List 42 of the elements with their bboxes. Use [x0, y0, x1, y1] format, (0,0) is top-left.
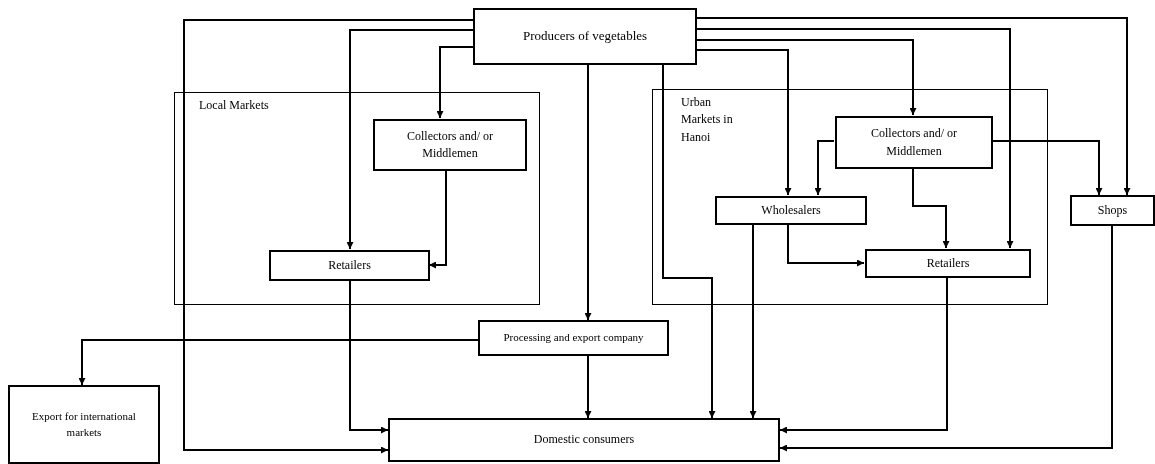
process-box: [835, 116, 993, 169]
group-label: Urban Markets in Hanoi: [681, 94, 734, 146]
process-box: [388, 418, 780, 462]
node-label: Domestic consumers: [532, 431, 636, 449]
arrow: [662, 64, 716, 419]
node-label: Retailers: [327, 256, 372, 274]
process-box: [865, 249, 1031, 278]
arrow: [696, 17, 1131, 196]
process-box: [8, 385, 160, 464]
arrow: [78, 339, 479, 386]
node-label: Shops: [1096, 201, 1129, 219]
arrow: [584, 355, 592, 419]
process-box: [1070, 195, 1155, 226]
node-label: Collectors and/ or Middlemen: [870, 125, 958, 160]
node-label: Retailers: [925, 254, 971, 272]
node-label: Export for international markets: [31, 408, 137, 440]
arrow: [912, 167, 950, 249]
arrow: [349, 279, 389, 434]
process-box: [373, 119, 527, 171]
arrow: [584, 64, 592, 321]
node-label: Producers of vegetables: [521, 27, 649, 46]
node-label: Collectors and/ or Middlemen: [406, 127, 494, 162]
process-box: [269, 250, 430, 281]
node-label: Processing and export company: [502, 330, 645, 346]
arrow: [814, 140, 835, 196]
arrow: [183, 19, 474, 454]
process-box: [478, 320, 669, 356]
arrow: [779, 225, 1113, 452]
process-box: [473, 8, 697, 65]
arrow: [346, 29, 474, 250]
arrow: [749, 223, 757, 419]
group-label: Local Markets: [199, 97, 269, 114]
market-group-box: [652, 89, 1048, 305]
arrow: [696, 49, 792, 196]
arrow: [696, 39, 917, 116]
arrow: [696, 28, 1014, 249]
node-label: Wholesalers: [760, 201, 822, 219]
arrow: [787, 223, 865, 267]
arrow: [436, 46, 474, 119]
arrow: [779, 276, 948, 434]
market-group-box: [174, 92, 540, 305]
process-box: [715, 196, 867, 225]
